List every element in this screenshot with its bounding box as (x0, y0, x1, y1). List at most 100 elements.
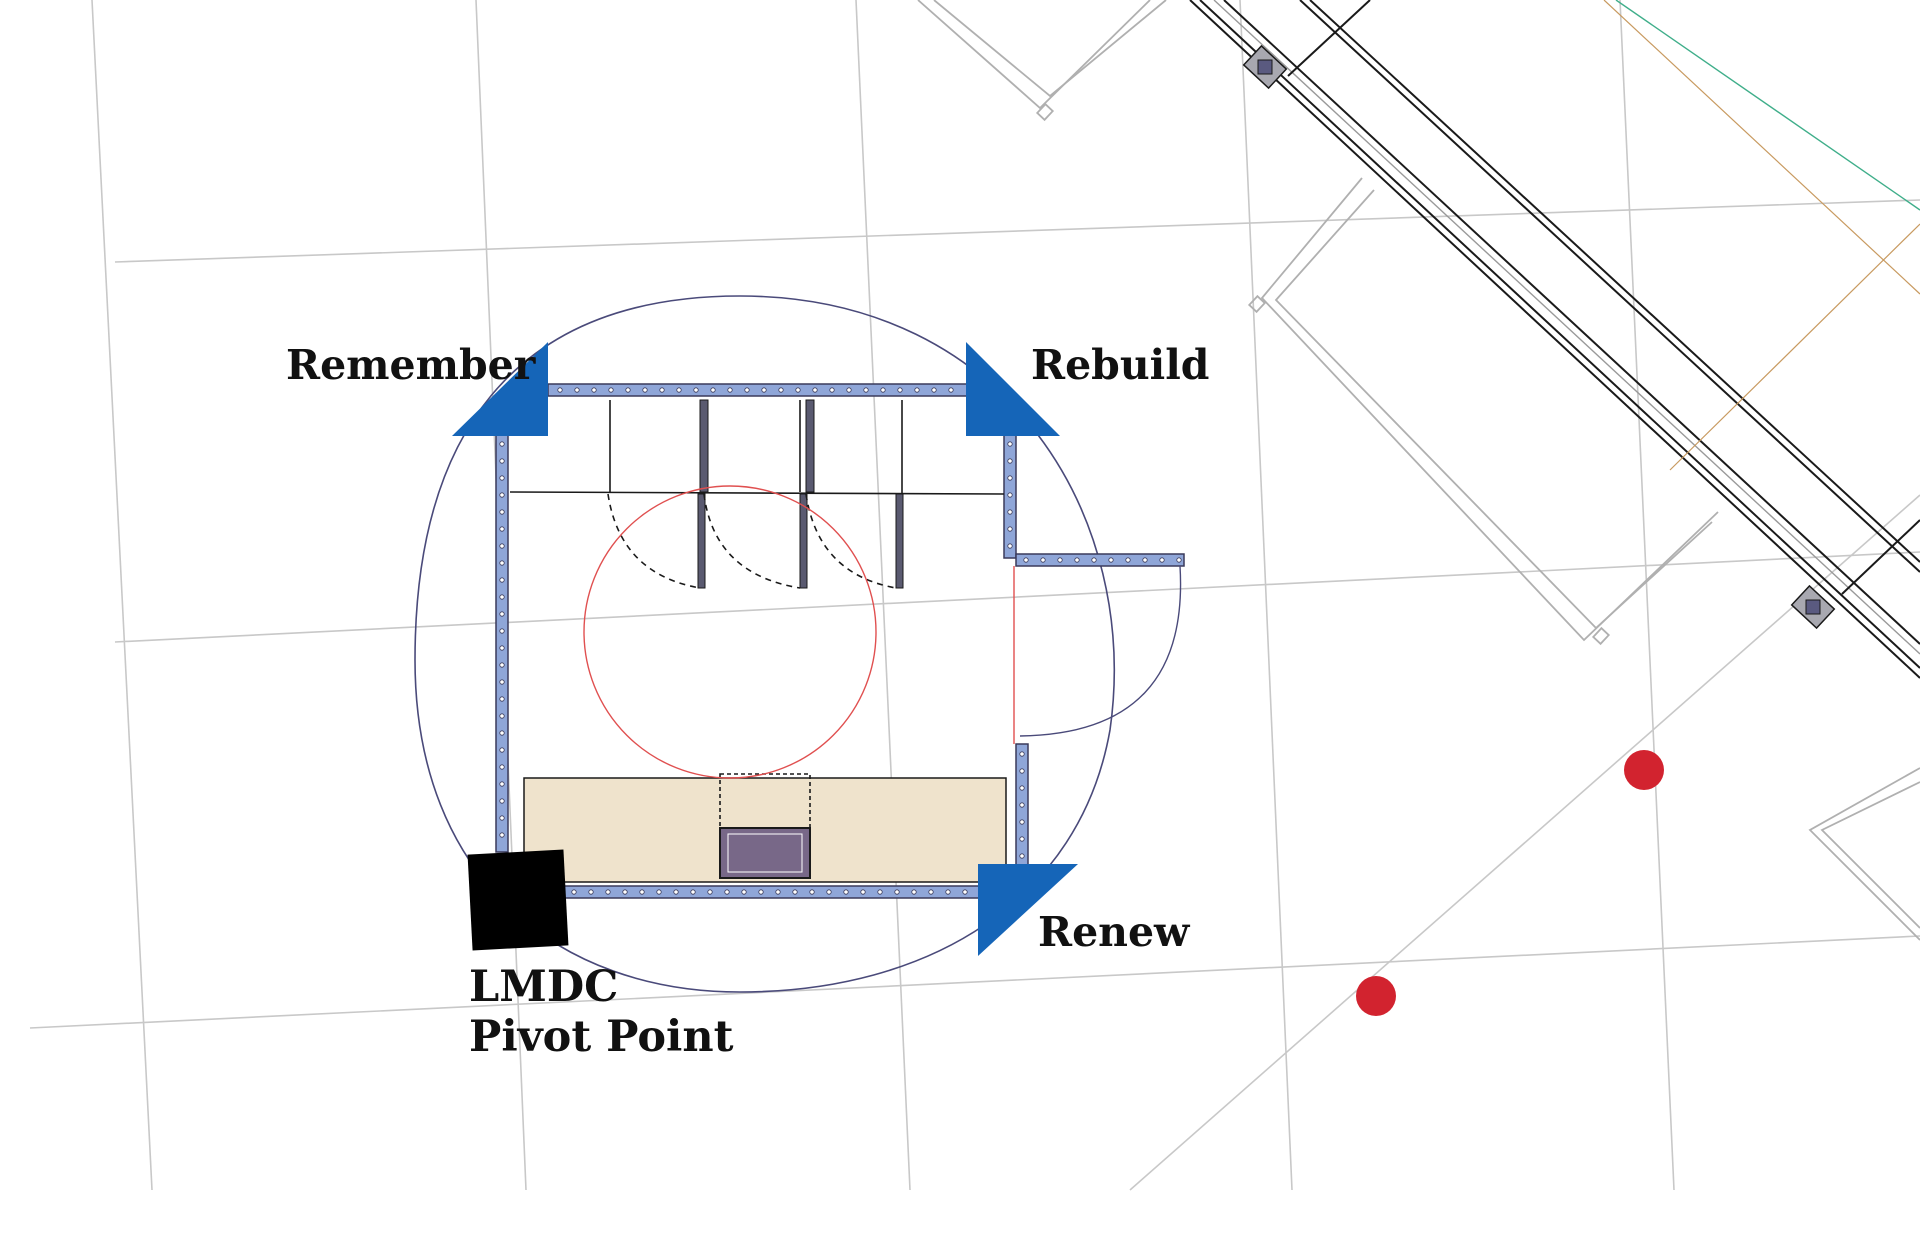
wall-bead (1176, 557, 1182, 563)
wall-bead (710, 387, 716, 393)
wall-bead (1007, 475, 1013, 481)
door-swings (607, 493, 897, 589)
wall-bead (727, 387, 733, 393)
entry-door-swing (1019, 565, 1182, 737)
wall-bead (588, 889, 594, 895)
wall-bead (1108, 557, 1114, 563)
wall-bead (1019, 853, 1025, 859)
wall-bead (499, 696, 505, 702)
wall-bead (693, 387, 699, 393)
wall-bead (775, 889, 781, 895)
wall-bead (659, 387, 665, 393)
wall-bead (499, 747, 505, 753)
wall-bead (809, 889, 815, 895)
wall-bead (1019, 819, 1025, 825)
wall-bead (843, 889, 849, 895)
wall-bead (1007, 509, 1013, 515)
wall-bead (1019, 836, 1025, 842)
background-grid (29, 0, 1920, 1191)
wall-bead (690, 889, 696, 895)
wall-bead (499, 679, 505, 685)
wall-bead (571, 889, 577, 895)
wall-bead (1007, 441, 1013, 447)
wall-bead (499, 509, 505, 515)
wall-bead (741, 889, 747, 895)
wall-bead (656, 889, 662, 895)
label-pivot-point: LMDC Pivot Point (469, 962, 734, 1063)
wall-bead (1040, 557, 1046, 563)
wall-bead (499, 594, 505, 600)
wall-bead (499, 492, 505, 498)
wall-bead (1125, 557, 1131, 563)
closet-partitions (509, 400, 1005, 495)
wall-bead (911, 889, 917, 895)
sink (719, 827, 811, 879)
survey-marker-dot (1624, 750, 1664, 790)
wall-bead (605, 889, 611, 895)
label-rebuild: Rebuild (1031, 341, 1210, 389)
wall-bead (948, 387, 954, 393)
survey-marker-dot (1356, 976, 1396, 1016)
closet-doors (697, 399, 904, 589)
wall-bead (499, 713, 505, 719)
wall-bead (877, 889, 883, 895)
wall-bead (673, 889, 679, 895)
wall-bead (499, 526, 505, 532)
turning-circle (583, 485, 877, 779)
pivot-point-block (467, 849, 569, 951)
wall-bead (625, 387, 631, 393)
wall-bead (1007, 492, 1013, 498)
wall-bead (812, 387, 818, 393)
wall-bead (639, 889, 645, 895)
wall-bead (860, 889, 866, 895)
wall-bead (499, 662, 505, 668)
arrow-rebuild-icon (966, 342, 1060, 436)
wall-bead (1007, 526, 1013, 532)
wall-bead (499, 560, 505, 566)
wall-bead (795, 387, 801, 393)
wall-bead (1007, 543, 1013, 549)
wall-bead (499, 798, 505, 804)
wall-bead (724, 889, 730, 895)
wall-bead (945, 889, 951, 895)
wall-bead (1057, 557, 1063, 563)
wall-bead (557, 387, 563, 393)
wall-bead (499, 611, 505, 617)
wall-bead (1007, 458, 1013, 464)
wall-bead (928, 889, 934, 895)
wall-bead (499, 832, 505, 838)
wall-beads (499, 387, 1182, 895)
wall-bead (914, 387, 920, 393)
structural-column (1790, 584, 1836, 630)
wall-bead (499, 543, 505, 549)
wall-bead (642, 387, 648, 393)
label-pivot-line2: Pivot Point (469, 1012, 734, 1063)
wall-bead (880, 387, 886, 393)
wall-bead (499, 815, 505, 821)
wall-bead (778, 387, 784, 393)
rotation-boundary-circle (414, 295, 1115, 993)
wall-bead (931, 387, 937, 393)
wall-bead (499, 458, 505, 464)
wall-bead (591, 387, 597, 393)
arrow-remember-icon (452, 342, 548, 436)
wall-bead (1019, 768, 1025, 774)
wall-bead (499, 475, 505, 481)
wall-bead (499, 645, 505, 651)
wall-bead (499, 441, 505, 447)
wall-bead (1019, 802, 1025, 808)
wall-bead (1019, 751, 1025, 757)
wall-bead (499, 628, 505, 634)
wall-bead (761, 387, 767, 393)
diagonal-building-wall (1189, 0, 1920, 679)
wall-bead (897, 387, 903, 393)
arrow-renew-icon (978, 864, 1078, 956)
wall-bead (1074, 557, 1080, 563)
wall-bead (792, 889, 798, 895)
accent-lines (1603, 0, 1920, 471)
wall-bead (962, 889, 968, 895)
wall-bead (846, 387, 852, 393)
wall-bead (676, 387, 682, 393)
wall-bead (758, 889, 764, 895)
